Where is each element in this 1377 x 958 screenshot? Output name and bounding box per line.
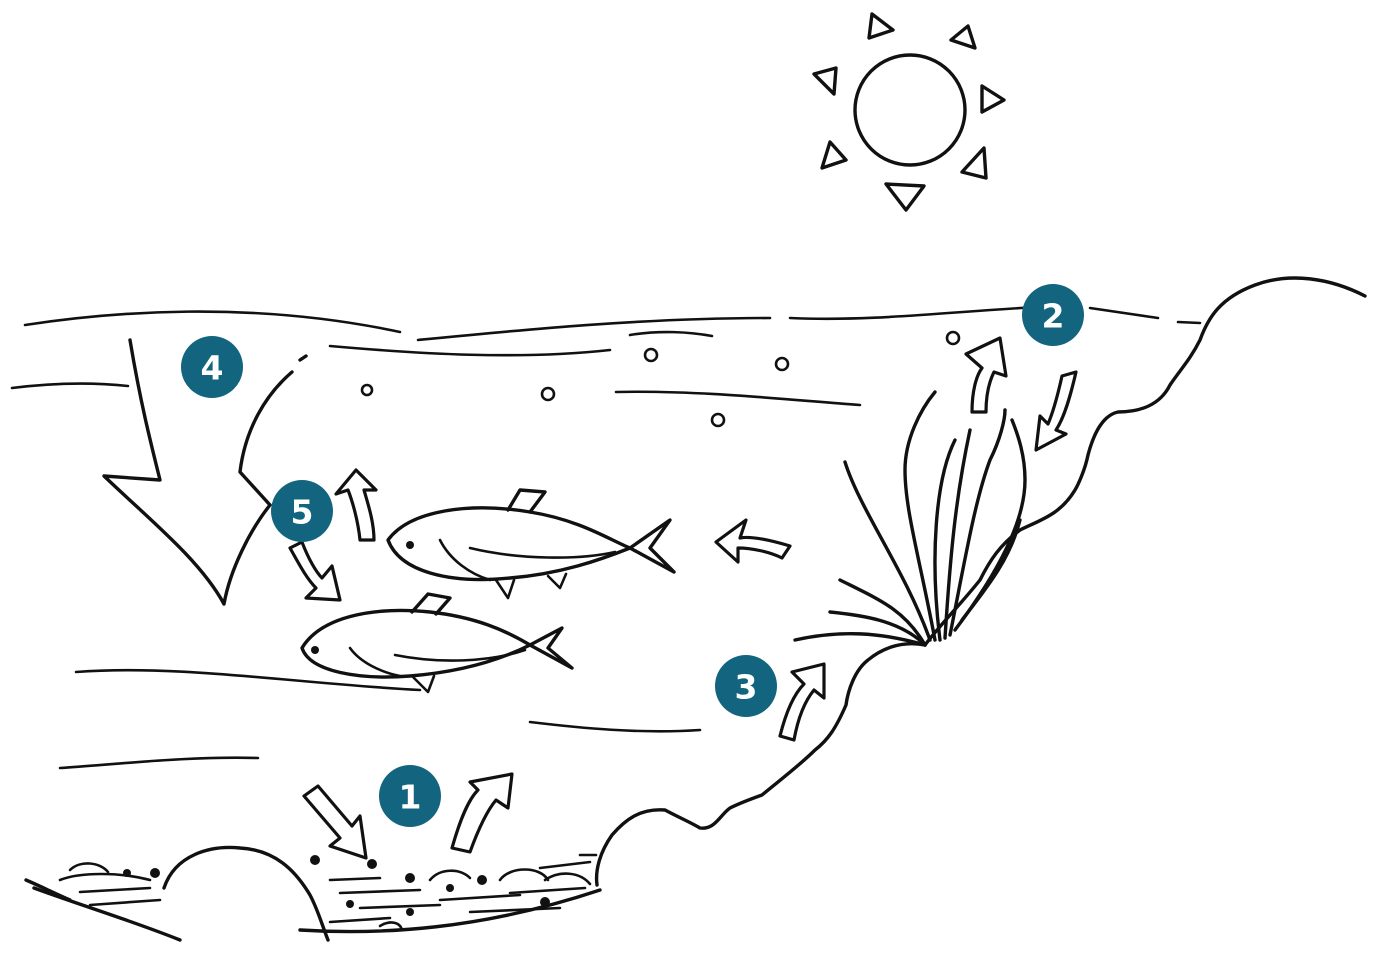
marker-1-label: 1 <box>399 778 422 817</box>
bubbles <box>362 332 959 426</box>
water-plant <box>795 392 1025 645</box>
arrow-current-left <box>716 520 790 562</box>
fish-lower-icon <box>302 594 572 692</box>
marker-1: 1 <box>379 765 441 827</box>
arrow-into-sediment <box>304 786 366 858</box>
arrow-down-to-plant <box>1036 372 1076 450</box>
marker-2-label: 2 <box>1042 297 1065 336</box>
marker-5: 5 <box>271 480 333 542</box>
marker-4-label: 4 <box>201 349 224 388</box>
arrow-up-from-plant <box>966 338 1006 412</box>
marker-3: 3 <box>715 655 777 717</box>
marker-3-label: 3 <box>735 668 758 707</box>
fish-upper-icon <box>388 490 674 598</box>
arrow-fish-up <box>336 470 376 540</box>
marker-5-label: 5 <box>291 493 314 532</box>
marker-2: 2 <box>1022 284 1084 346</box>
arrow-fish-down <box>290 542 340 600</box>
arrow-from-bank <box>780 664 824 740</box>
sediment <box>26 847 600 940</box>
arrow-out-of-sediment <box>452 774 512 852</box>
marker-4: 4 <box>181 336 243 398</box>
sun-icon <box>814 14 1004 210</box>
